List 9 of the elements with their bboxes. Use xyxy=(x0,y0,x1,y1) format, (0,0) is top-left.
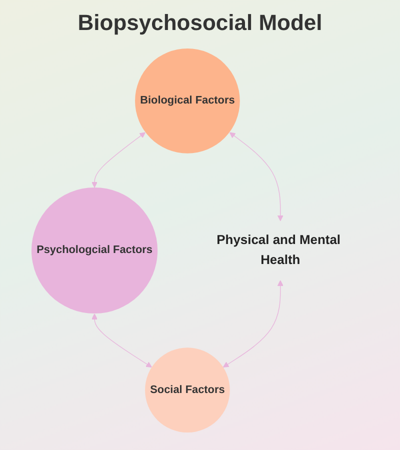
node-circle: Social Factors xyxy=(144,347,230,432)
diagram-title: Biopsychosocial Model xyxy=(76,10,324,36)
arrow xyxy=(91,313,152,367)
node-text: Physical and Mental Health xyxy=(216,232,340,266)
arrow xyxy=(222,280,284,367)
node-circle: Biological Factors xyxy=(134,48,240,153)
node-circle: Psychologcial Factors xyxy=(31,186,158,314)
arrow xyxy=(91,132,146,188)
arrow xyxy=(229,132,284,221)
